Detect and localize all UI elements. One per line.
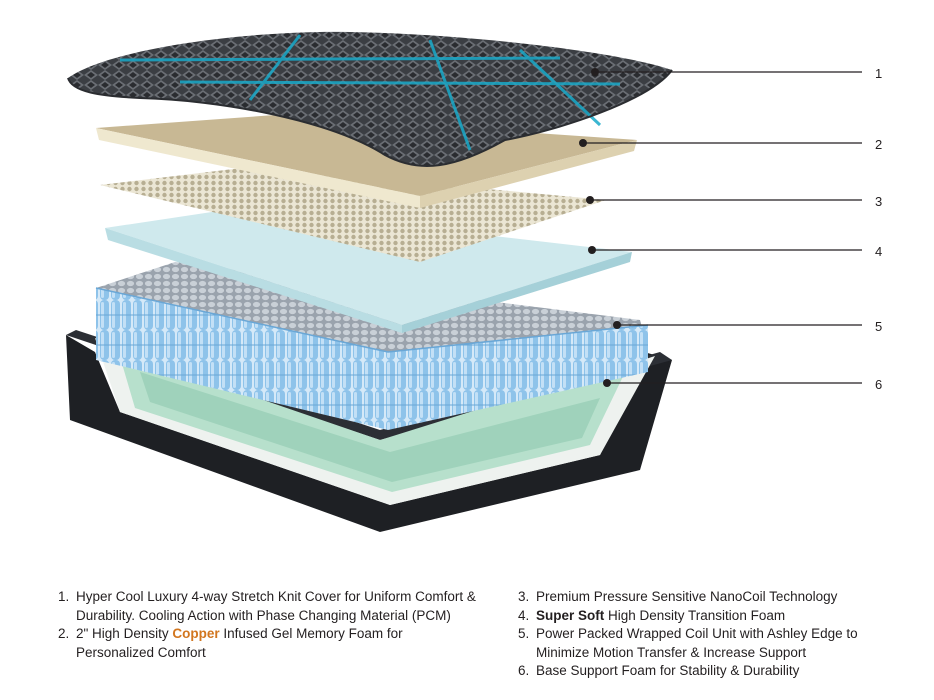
legend-left-column: 1. Hyper Cool Luxury 4-way Stretch Knit … bbox=[58, 588, 478, 662]
transition-foam-layer bbox=[105, 207, 632, 333]
callout-1: 1 bbox=[591, 66, 882, 81]
legend-text: Premium Pressure Sensitive NanoCoil Tech… bbox=[536, 589, 838, 604]
legend-number: 6. bbox=[518, 663, 530, 678]
legend-text-post: High Density Transition Foam bbox=[604, 607, 786, 623]
knit-cover-layer bbox=[67, 31, 673, 167]
legend-item-5: 5. Power Packed Wrapped Coil Unit with A… bbox=[518, 625, 898, 662]
legend-number: 4. bbox=[518, 607, 530, 623]
wrapped-coil-unit-layer bbox=[95, 262, 649, 430]
svg-text:1: 1 bbox=[875, 66, 882, 81]
callout-3: 3 bbox=[586, 194, 882, 209]
svg-text:3: 3 bbox=[875, 194, 882, 209]
legend-number: 5. bbox=[518, 626, 530, 641]
callout-5: 5 bbox=[613, 319, 882, 334]
copper-highlight: Copper bbox=[172, 626, 220, 641]
svg-text:2: 2 bbox=[875, 137, 882, 152]
legend-text-pre: 2" High Density bbox=[76, 626, 173, 641]
callout-4: 4 bbox=[588, 244, 882, 259]
svg-text:6: 6 bbox=[875, 377, 882, 392]
legend-number: 2. bbox=[58, 626, 70, 641]
legend-text: Super Soft High Density Transition Foam bbox=[536, 607, 898, 626]
svg-text:5: 5 bbox=[875, 319, 882, 334]
legend-right-column: 3. Premium Pressure Sensitive NanoCoil T… bbox=[518, 588, 898, 681]
callout-2: 2 bbox=[579, 137, 882, 152]
legend-item-1: 1. Hyper Cool Luxury 4-way Stretch Knit … bbox=[58, 588, 478, 625]
mattress-layers-illustration: 1 2 3 4 5 6 bbox=[66, 31, 882, 532]
legend-text: Power Packed Wrapped Coil Unit with Ashl… bbox=[536, 626, 858, 660]
super-soft-highlight: Super Soft bbox=[536, 607, 605, 623]
callout-6: 6 bbox=[603, 377, 882, 392]
legend-text: Base Support Foam for Stability & Durabi… bbox=[536, 663, 800, 678]
legend-text: Hyper Cool Luxury 4-way Stretch Knit Cov… bbox=[76, 589, 476, 623]
legend-text-post: Infused Gel Memory Foam for Personalized… bbox=[76, 626, 403, 660]
legend-number: 3. bbox=[518, 589, 530, 604]
legend-item-4: 4. Super Soft High Density Transition Fo… bbox=[518, 607, 898, 626]
legend-item-6: 6. Base Support Foam for Stability & Dur… bbox=[518, 662, 898, 681]
legend-text: 2" High Density Copper Infused Gel Memor… bbox=[76, 625, 478, 662]
legend-item-2: 2. 2" High Density Copper Infused Gel Me… bbox=[58, 625, 478, 662]
svg-text:4: 4 bbox=[875, 244, 882, 259]
legend-number: 1. bbox=[58, 589, 70, 604]
legend-item-3: 3. Premium Pressure Sensitive NanoCoil T… bbox=[518, 588, 898, 607]
